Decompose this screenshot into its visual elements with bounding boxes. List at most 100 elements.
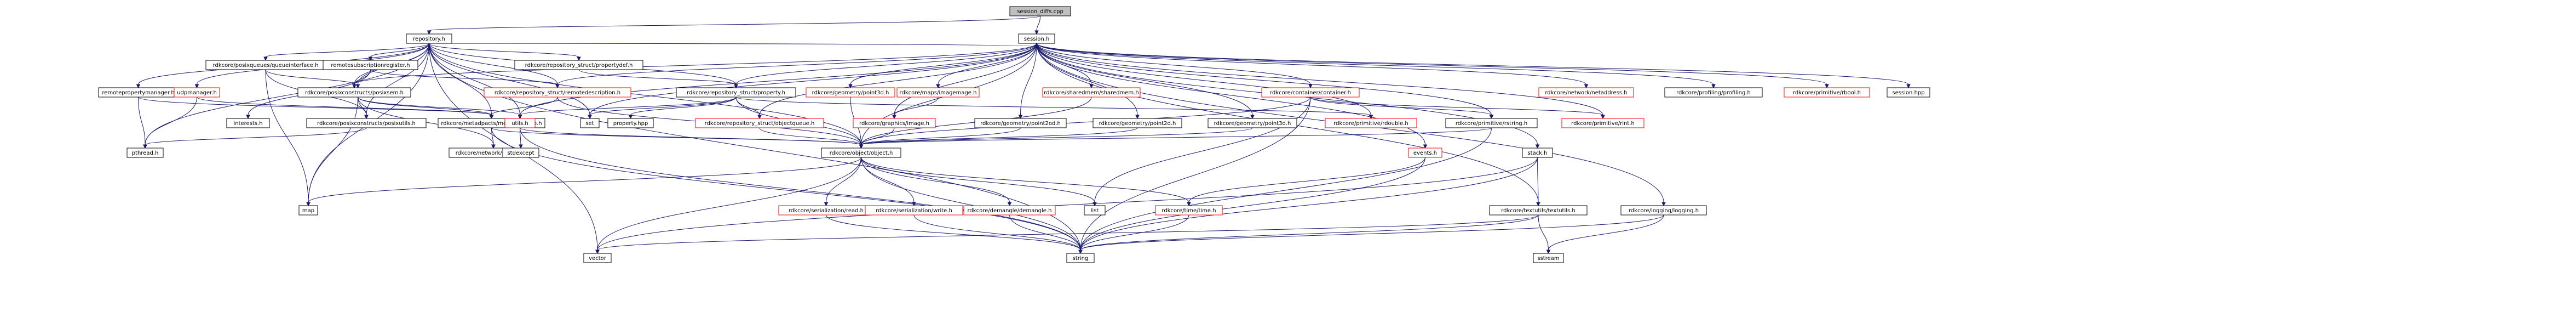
graph-node-sstream[interactable]: sstream xyxy=(1533,253,1564,263)
graph-node-point3d[interactable]: rdkcore/geometry/point3d.h xyxy=(806,87,895,98)
node-box[interactable] xyxy=(1018,33,1055,44)
dependency-edge xyxy=(491,127,1081,251)
node-box[interactable] xyxy=(1155,205,1223,216)
graph-node-utils[interactable]: utils.h xyxy=(504,118,536,128)
graph-node-objectqueue[interactable]: rdkcore/repository_struct/objectqueue.h xyxy=(695,118,824,128)
node-box[interactable] xyxy=(607,118,654,128)
node-box[interactable] xyxy=(174,87,220,98)
graph-node-vector[interactable]: vector xyxy=(583,253,612,263)
node-box[interactable] xyxy=(1084,205,1106,216)
node-box[interactable] xyxy=(1620,205,1707,216)
node-box[interactable] xyxy=(1445,118,1538,128)
node-box[interactable] xyxy=(1489,205,1588,216)
node-box[interactable] xyxy=(821,148,901,158)
graph-node-list[interactable]: list xyxy=(1084,205,1106,216)
graph-node-point3d-b[interactable]: rdkcore/geometry/point3d.h xyxy=(1208,118,1297,128)
graph-node-session-hpp[interactable]: session.hpp xyxy=(1887,87,1930,98)
node-box[interactable] xyxy=(1533,253,1564,263)
node-box[interactable] xyxy=(580,118,600,128)
graph-node-graphicsimage[interactable]: rdkcore/graphics/image.h xyxy=(853,118,936,128)
graph-node-remotesubscriptionregister[interactable]: remotesubscriptionregister.h xyxy=(323,60,418,70)
dependency-edge xyxy=(1080,127,1492,251)
node-box[interactable] xyxy=(504,118,536,128)
graph-node-interests[interactable]: interests.h xyxy=(226,118,270,128)
node-box[interactable] xyxy=(323,60,418,70)
dependency-edge xyxy=(520,43,1037,116)
graph-node-set[interactable]: set xyxy=(580,118,600,128)
graph-node-rdouble[interactable]: rdkcore/primitive/rdouble.h xyxy=(1325,118,1417,128)
graph-node-logging[interactable]: rdkcore/logging/logging.h xyxy=(1620,205,1707,216)
node-box[interactable] xyxy=(1009,6,1071,16)
node-box[interactable] xyxy=(406,33,452,44)
node-box[interactable] xyxy=(298,205,318,216)
graph-node-remotepropertymanager[interactable]: remotepropertymanager.h xyxy=(98,87,179,98)
graph-node-stdexcept[interactable]: stdexcept xyxy=(502,148,539,158)
graph-node-queueinterface[interactable]: rdkcore/posixqueues/queueinterface.h xyxy=(205,60,326,70)
graph-node-serwrite[interactable]: rdkcore/serialization/write.h xyxy=(865,205,963,216)
dependency-edge xyxy=(370,69,558,85)
graph-node-rstring[interactable]: rdkcore/primitive/rstring.h xyxy=(1445,118,1538,128)
graph-node-profiling[interactable]: rdkcore/profiling/profiling.h xyxy=(1664,87,1763,98)
graph-node-sharedmem[interactable]: rdkcore/sharedmem/sharedmem.h xyxy=(1042,87,1141,98)
node-box[interactable] xyxy=(1042,87,1141,98)
dependency-edge xyxy=(597,214,1539,251)
node-box[interactable] xyxy=(1538,87,1634,98)
graph-node-remotedescription[interactable]: rdkcore/repository_struct/remotedescript… xyxy=(484,87,631,98)
graph-node-events[interactable]: events.h xyxy=(1408,148,1442,158)
graph-node-serread[interactable]: rdkcore/serialization/read.h xyxy=(778,205,874,216)
graph-node-property-hpp[interactable]: property.hpp xyxy=(607,118,654,128)
graph-node-container[interactable]: rdkcore/container/container.h xyxy=(1261,87,1360,98)
node-box[interactable] xyxy=(1664,87,1763,98)
node-box[interactable] xyxy=(127,148,164,158)
node-box[interactable] xyxy=(1561,118,1645,128)
graph-node-netaddress[interactable]: rdkcore/network/netaddress.h xyxy=(1538,87,1634,98)
node-box[interactable] xyxy=(865,205,963,216)
node-box[interactable] xyxy=(306,118,427,128)
graph-node-session[interactable]: session.h xyxy=(1018,33,1055,44)
graph-node-session-diffs[interactable]: session_diffs.cpp xyxy=(1009,6,1071,16)
node-box[interactable] xyxy=(1522,148,1553,158)
edge-arrowhead xyxy=(936,84,940,89)
node-label: session_diffs.cpp xyxy=(1017,9,1063,15)
node-box[interactable] xyxy=(853,118,936,128)
node-box[interactable] xyxy=(806,87,895,98)
graph-node-demangle[interactable]: rdkcore/demangle/demangle.h xyxy=(963,205,1056,216)
node-box[interactable] xyxy=(484,87,631,98)
graph-node-map[interactable]: map xyxy=(298,205,318,216)
node-box[interactable] xyxy=(1325,118,1417,128)
graph-node-stack[interactable]: stack.h xyxy=(1522,148,1553,158)
node-box[interactable] xyxy=(676,87,796,98)
node-box[interactable] xyxy=(963,205,1056,216)
graph-node-pthread[interactable]: pthread.h xyxy=(127,148,164,158)
node-box[interactable] xyxy=(297,87,411,98)
node-box[interactable] xyxy=(1887,87,1930,98)
graph-node-textutils[interactable]: rdkcore/textutils/textutils.h xyxy=(1489,205,1588,216)
node-box[interactable] xyxy=(1092,118,1182,128)
node-box[interactable] xyxy=(1408,148,1442,158)
graph-node-repository-propertydef[interactable]: rdkcore/repository_struct/propertydef.h xyxy=(514,60,643,70)
graph-node-udpmanager[interactable]: udpmanager.h xyxy=(174,87,220,98)
graph-node-point2od[interactable]: rdkcore/geometry/point2od.h xyxy=(974,118,1067,128)
graph-node-timetime[interactable]: rdkcore/time/time.h xyxy=(1155,205,1223,216)
node-box[interactable] xyxy=(1784,87,1870,98)
graph-node-repository[interactable]: repository.h xyxy=(406,33,452,44)
graph-node-object[interactable]: rdkcore/object/object.h xyxy=(821,148,901,158)
graph-node-posixutils[interactable]: rdkcore/posixconstructs/posixutils.h xyxy=(306,118,427,128)
graph-node-repository-property[interactable]: rdkcore/repository_struct/property.h xyxy=(676,87,796,98)
node-box[interactable] xyxy=(226,118,270,128)
node-box[interactable] xyxy=(502,148,539,158)
node-box[interactable] xyxy=(974,118,1067,128)
graph-node-rbool[interactable]: rdkcore/primitive/rbool.h xyxy=(1784,87,1870,98)
node-box[interactable] xyxy=(514,60,643,70)
node-box[interactable] xyxy=(583,253,612,263)
node-box[interactable] xyxy=(1208,118,1297,128)
graph-node-point2d[interactable]: rdkcore/geometry/point2d.h xyxy=(1092,118,1182,128)
graph-node-rint[interactable]: rdkcore/primitive/rint.h xyxy=(1561,118,1645,128)
node-box[interactable] xyxy=(896,87,980,98)
graph-node-imagemage[interactable]: rdkcore/maps/imagemage.h xyxy=(896,87,980,98)
node-box[interactable] xyxy=(695,118,824,128)
graph-node-string[interactable]: string xyxy=(1066,253,1095,263)
node-box[interactable] xyxy=(1261,87,1360,98)
graph-node-posixsem[interactable]: rdkcore/posixconstructs/posixsem.h xyxy=(297,87,411,98)
node-box[interactable] xyxy=(1066,253,1095,263)
